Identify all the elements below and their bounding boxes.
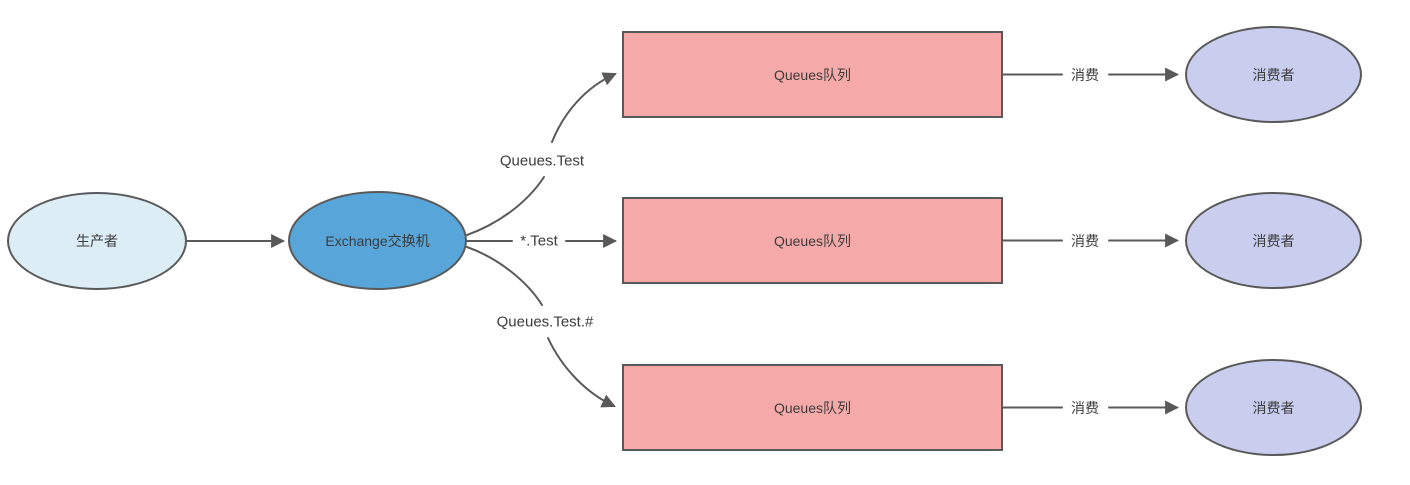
consumer-node-1: 消费者 [1185, 26, 1362, 123]
queue-node-2: Queues队列 [622, 197, 1003, 284]
edge-exchange-to-queue3-segment-b [547, 337, 616, 408]
consumer-node-2: 消费者 [1185, 192, 1362, 289]
consume-label-3: 消费 [1068, 398, 1102, 418]
producer-node: 生产者 [7, 192, 187, 290]
exchange-node: Exchange交换机 [288, 191, 467, 290]
routing-key-label-3: Queues.Test.# [493, 313, 597, 331]
queue-node-1: Queues队列 [622, 31, 1003, 118]
edge-exchange-to-queue1-segment-b [551, 72, 617, 143]
routing-key-label-1: Queues.Test [496, 152, 588, 170]
consume-label-2: 消费 [1068, 231, 1102, 251]
edge-exchange-to-queue3-segment-a [466, 246, 543, 306]
routing-key-label-2: *.Test [517, 232, 561, 250]
consume-label-1: 消费 [1068, 65, 1102, 85]
consumer-node-3: 消费者 [1185, 359, 1362, 456]
queue-node-3: Queues队列 [622, 364, 1003, 451]
edge-exchange-to-queue1-segment-a [466, 176, 545, 236]
